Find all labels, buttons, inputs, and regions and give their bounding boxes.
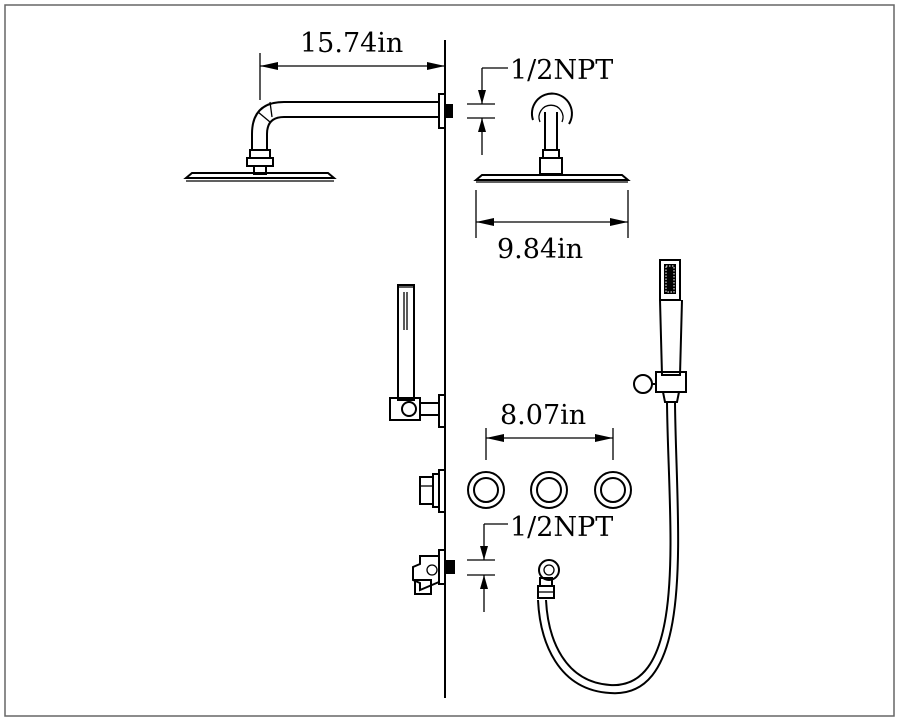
arm-length-label: 15.74in: [300, 28, 403, 59]
shower-head-front-view: [473, 92, 631, 183]
valve-knob-center: [530, 471, 568, 509]
head-diameter-label: 9.84in: [497, 234, 583, 265]
valve-knobs-front-view: [467, 471, 632, 509]
valve-spacing-label: 8.07in: [500, 400, 586, 431]
valve-knob-left: [467, 471, 505, 509]
shower-arm-side-view: [183, 93, 453, 182]
valve-spacing-dimension: 8.07in: [485, 400, 614, 460]
bottom-inlet-dimension: 1/2NPT: [467, 512, 613, 612]
head-diameter-dimension: 9.84in: [475, 190, 629, 265]
valve-knob-right: [594, 471, 632, 509]
inlet-elbow-side-view: [412, 549, 455, 595]
top-inlet-label: 1/2NPT: [510, 55, 613, 86]
hand-shower-side-view: [389, 284, 446, 428]
valve-side-view: [419, 469, 446, 513]
hand-shower-front-view: [537, 259, 687, 695]
drawing-frame: [4, 4, 895, 717]
bottom-inlet-label: 1/2NPT: [510, 512, 613, 543]
top-inlet-dimension: 1/2NPT: [467, 55, 613, 155]
arm-length-dimension: 15.74in: [259, 28, 446, 100]
